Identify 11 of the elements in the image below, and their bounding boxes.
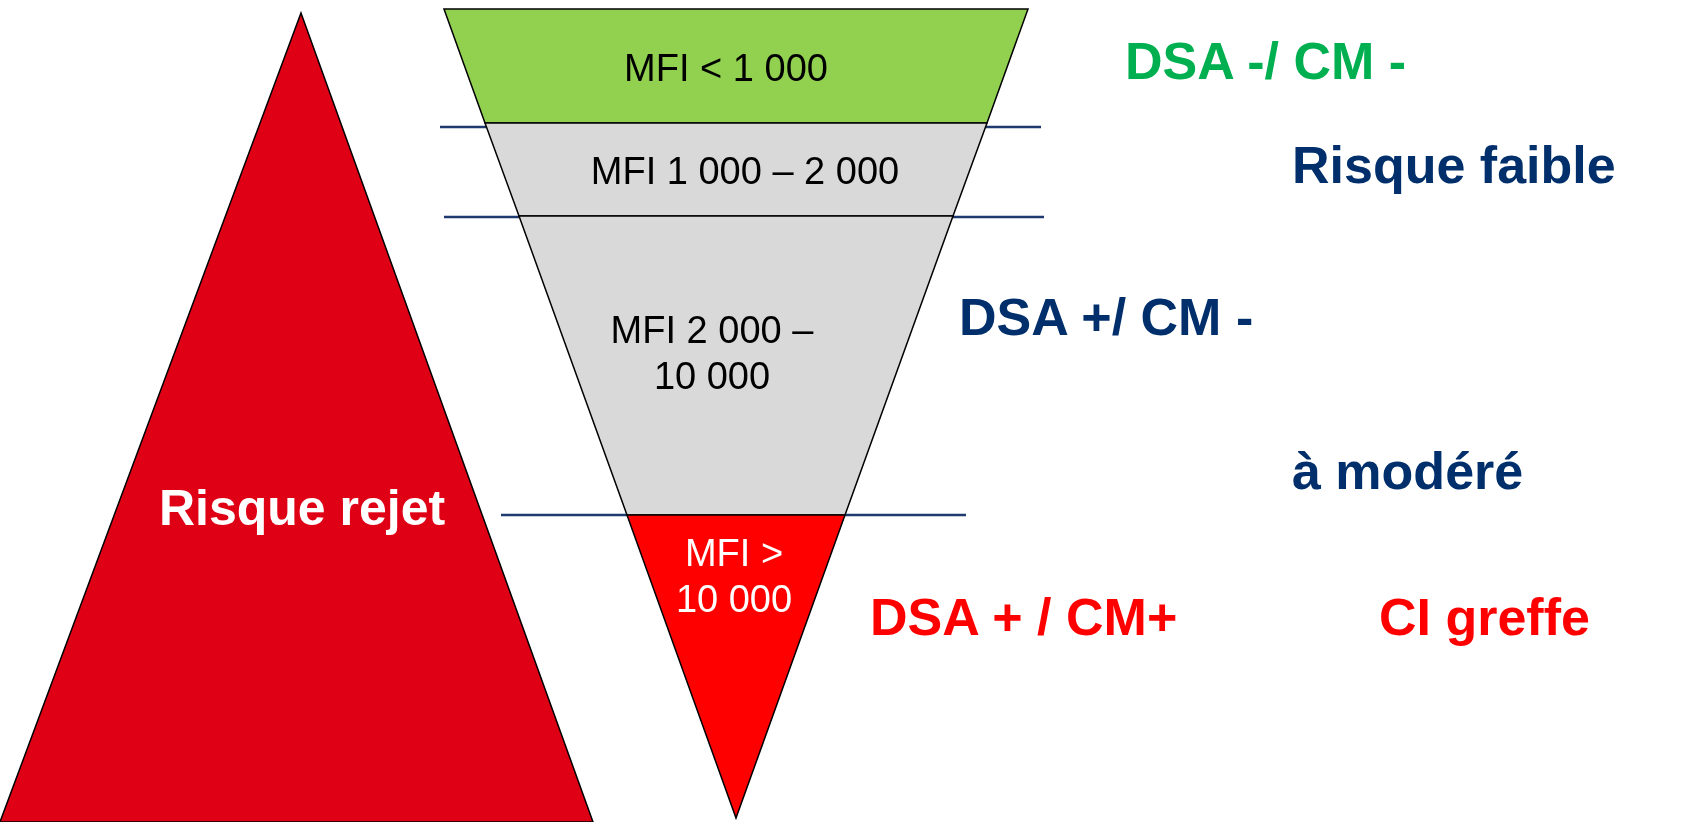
status-label: à modéré xyxy=(1292,443,1524,501)
status-label: DSA +/ CM - xyxy=(959,289,1254,347)
status-label: DSA + / CM+ xyxy=(870,589,1178,647)
status-label: CI greffe xyxy=(1379,589,1590,647)
triangle-label: Risque rejet xyxy=(157,479,447,538)
layer-label: MFI > 10 000 xyxy=(674,531,794,622)
status-label: Risque faible xyxy=(1292,137,1616,195)
layer-label: MFI < 1 000 xyxy=(624,46,828,92)
layer-label: MFI 1 000 – 2 000 xyxy=(590,149,900,195)
layer-label: MFI 2 000 – 10 000 xyxy=(609,308,815,399)
status-label: DSA -/ CM - xyxy=(1125,33,1407,91)
